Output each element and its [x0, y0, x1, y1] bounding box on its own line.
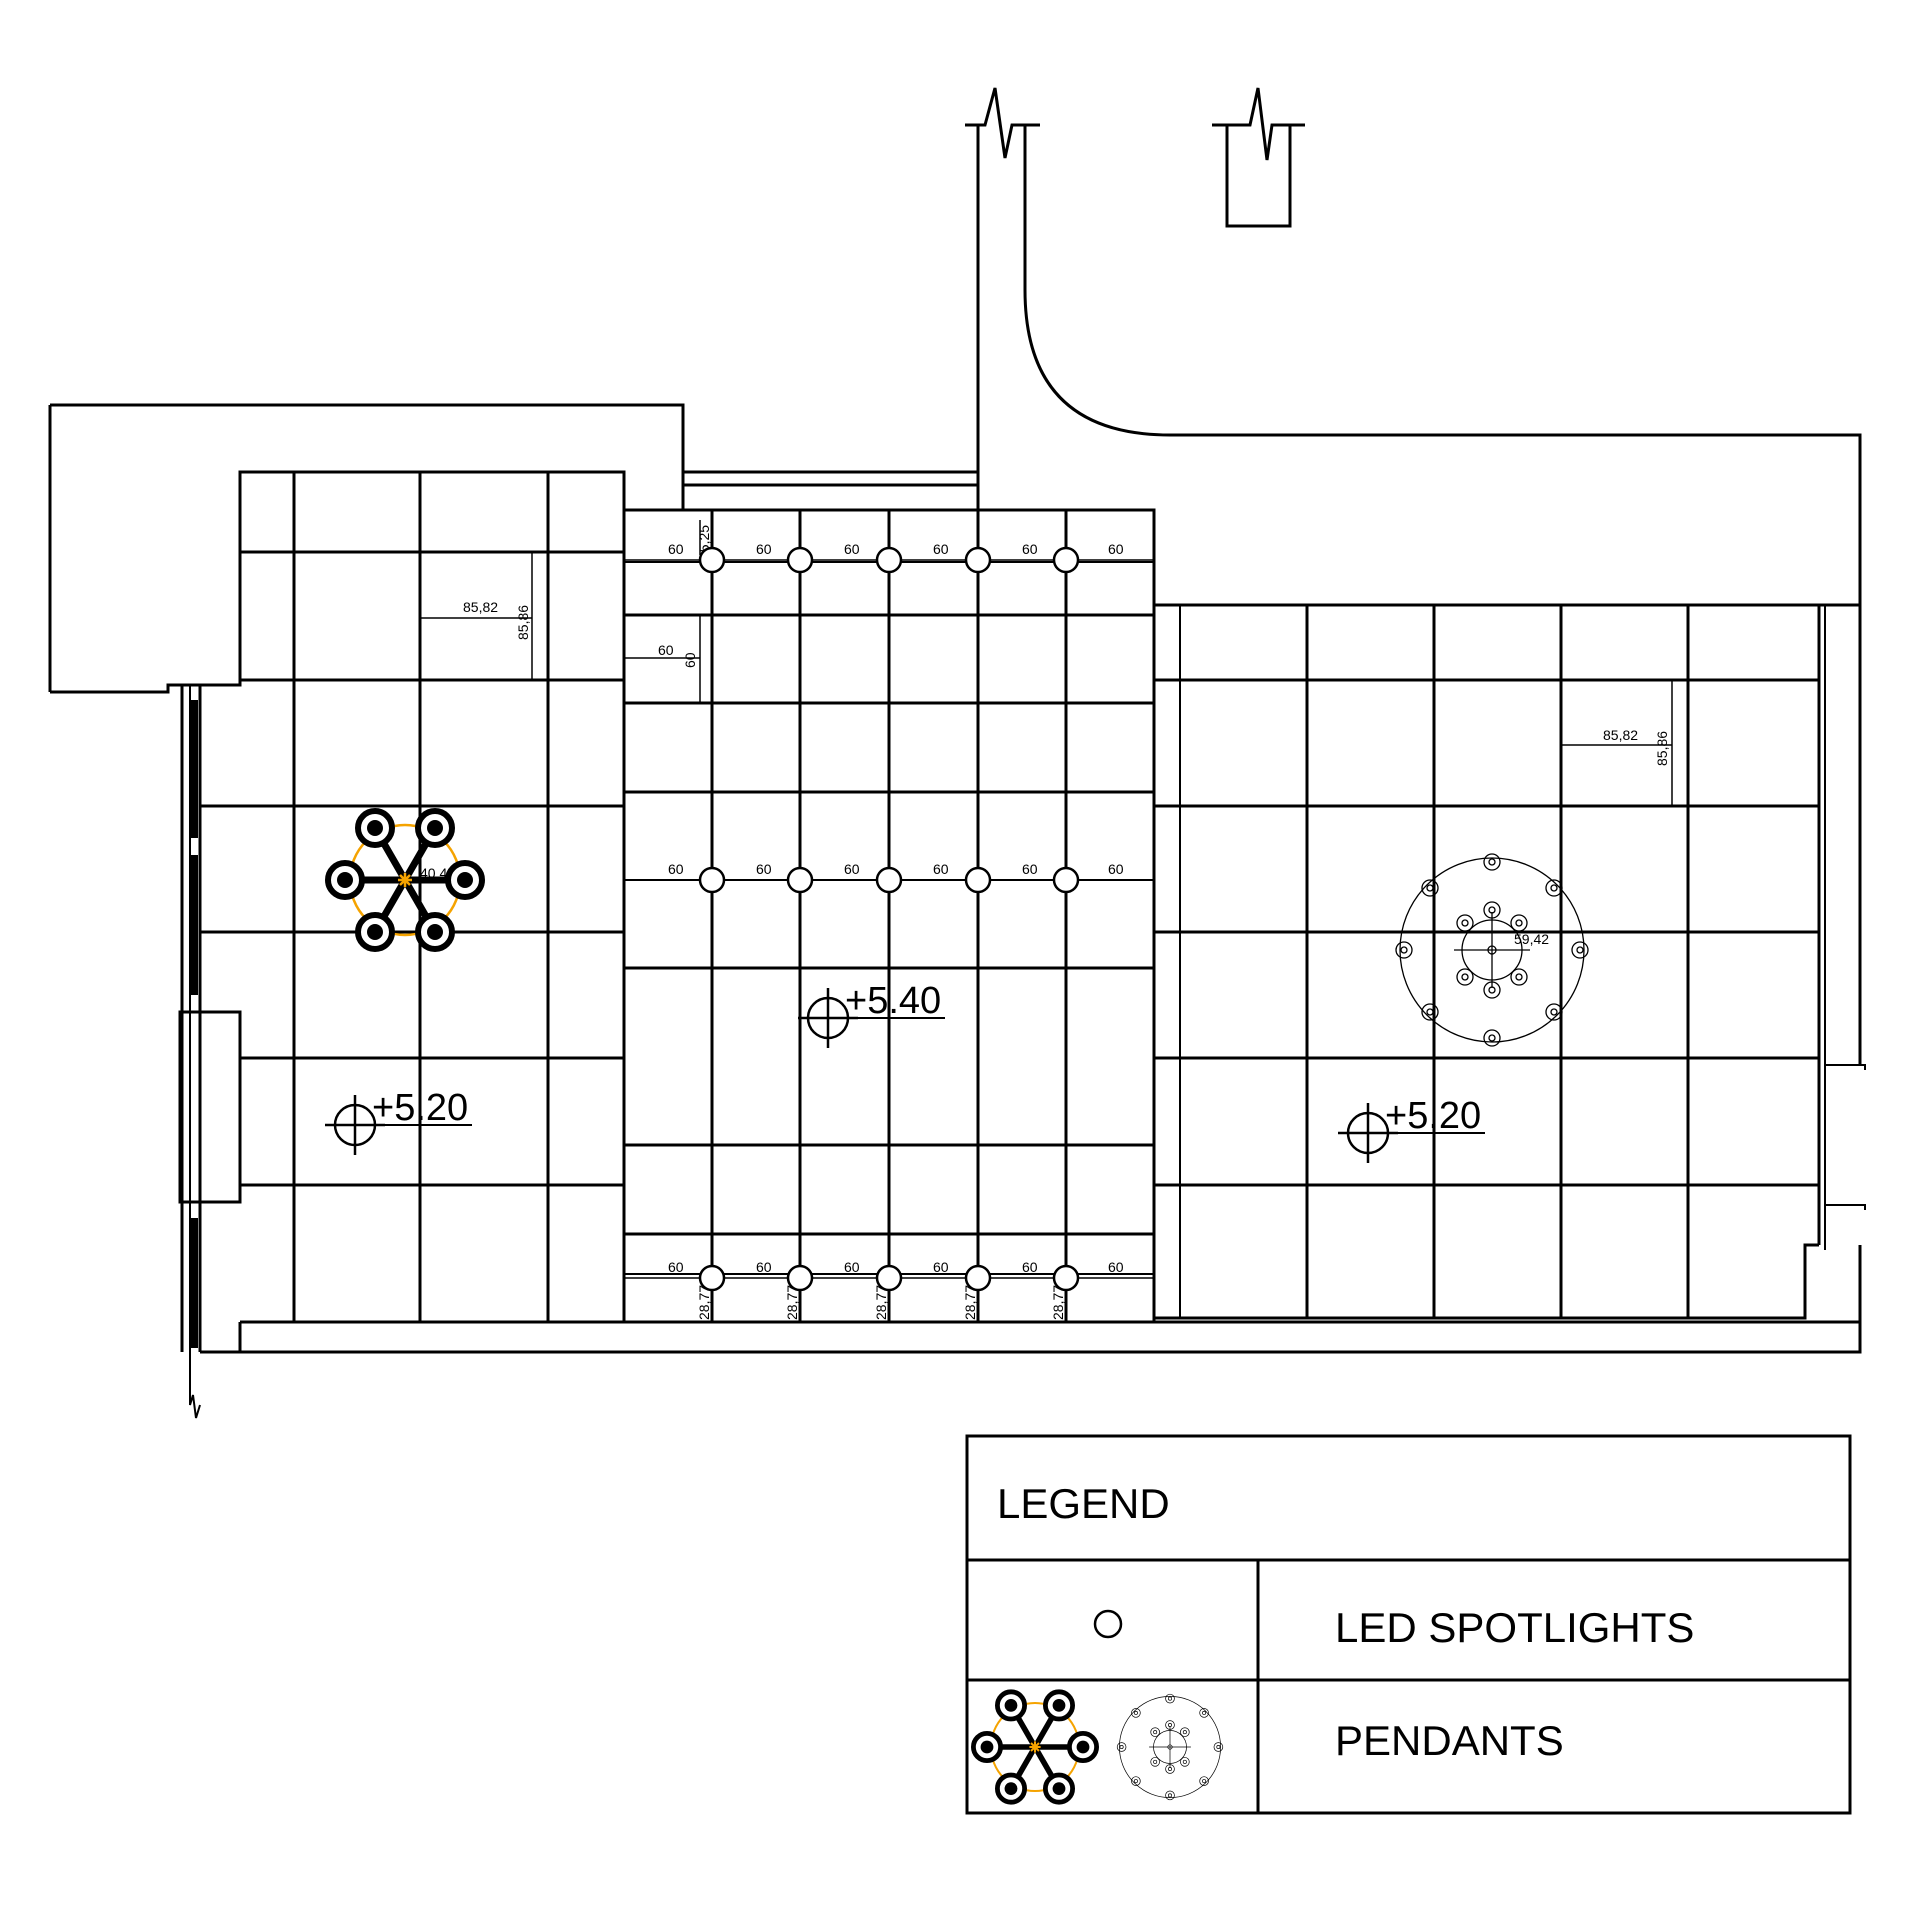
grid-height-label-left: 85,86	[515, 605, 531, 640]
spacing-label: 60	[844, 541, 860, 557]
level-label-right: +5.20	[1385, 1095, 1481, 1137]
led-spotlight-icon	[1052, 866, 1080, 894]
led-spotlight-icon	[964, 866, 992, 894]
spacing-label: 60	[1108, 541, 1124, 557]
led-spotlight-icon	[698, 866, 726, 894]
spacing-label: 60	[756, 1259, 772, 1275]
led-spotlight-icon	[786, 1264, 814, 1292]
led-spotlight-icon	[786, 866, 814, 894]
spacing-label: 60	[1022, 1259, 1038, 1275]
legend-pendants-label: PENDANTS	[1335, 1717, 1564, 1764]
legend-title: LEGEND	[997, 1480, 1170, 1527]
led-spotlight-icon	[1052, 546, 1080, 574]
led-spotlight-icon	[698, 546, 726, 574]
pendant-modern-icon	[328, 811, 482, 949]
legend: LEGEND LED SPOTLIGHTS PENDANTS	[965, 1434, 1852, 1815]
spacing-label: 60	[1108, 861, 1124, 877]
pendant-modern-icon	[973, 1692, 1096, 1802]
dimension-labels: 85,82 85,82 85,86 85,86 60 60 35,25 40,4…	[420, 525, 1670, 947]
bottom-offset-label: 28,77	[873, 1285, 889, 1320]
spacing-label: 60	[668, 861, 684, 877]
pendant-right-radius-label: 59,42	[1514, 931, 1549, 947]
bottom-offset-label: 28,77	[962, 1285, 978, 1320]
led-spotlight-icon	[786, 546, 814, 574]
spacing-label: 60	[1022, 541, 1038, 557]
led-spotlight-icon	[875, 546, 903, 574]
level-label-center: +5.40	[845, 980, 941, 1022]
led-spotlight-icon	[1052, 1264, 1080, 1292]
level-marker-right: +5.20	[1336, 1095, 1485, 1165]
level-label-left: +5.20	[372, 1087, 468, 1129]
led-spotlight-icon	[964, 1264, 992, 1292]
legend-spotlights-label: LED SPOTLIGHTS	[1335, 1604, 1694, 1651]
led-spotlight-icon	[875, 1264, 903, 1292]
spacing-label: 60	[668, 1259, 684, 1275]
led-spotlight-icon	[875, 866, 903, 894]
grid-width-label-right: 85,82	[1603, 727, 1638, 743]
center-room-grid	[624, 510, 1154, 1322]
grid-height-label-right: 85,86	[1654, 731, 1670, 766]
grid-width-label-left: 85,82	[463, 599, 498, 615]
level-marker-center: +5.40	[796, 980, 945, 1050]
bottom-offset-label: 28,77	[1050, 1285, 1066, 1320]
pendant-classic-icon	[1395, 853, 1589, 1047]
led-spotlight-icon	[964, 546, 992, 574]
bottom-offset-label: 28,77	[696, 1285, 712, 1320]
spacing-label: 60	[1022, 861, 1038, 877]
spacing-label: 60	[844, 1259, 860, 1275]
right-room-grid	[1154, 605, 1819, 1318]
dimension-lines	[420, 520, 1673, 806]
led-spotlight-icon	[698, 1264, 726, 1292]
led-spotlight-icon	[1093, 1609, 1123, 1639]
spacing-label: 60	[1108, 1259, 1124, 1275]
bottom-offset-label: 28,77	[784, 1285, 800, 1320]
spacing-label: 60	[844, 861, 860, 877]
spacing-label-side: 60	[658, 642, 674, 658]
level-marker-left: +5.20	[323, 1087, 472, 1157]
spacing-label: 60	[668, 541, 684, 557]
spacing-label: 60	[933, 541, 949, 557]
spacing-label: 60	[933, 861, 949, 877]
left-room-grid	[200, 472, 624, 1322]
walls	[48, 87, 1866, 1419]
pendant-classic-icon	[1116, 1693, 1224, 1801]
spacing-label: 60	[756, 541, 772, 557]
spacing-label: 60	[756, 861, 772, 877]
spacing-label: 60	[933, 1259, 949, 1275]
spacing-label-side-vertical: 60	[682, 652, 698, 668]
led-spotlight-group: 60 60 60 60 60 60 60 60 60 60 60 60 60 60 60 60 60 60 28,7…	[624, 541, 1154, 1320]
